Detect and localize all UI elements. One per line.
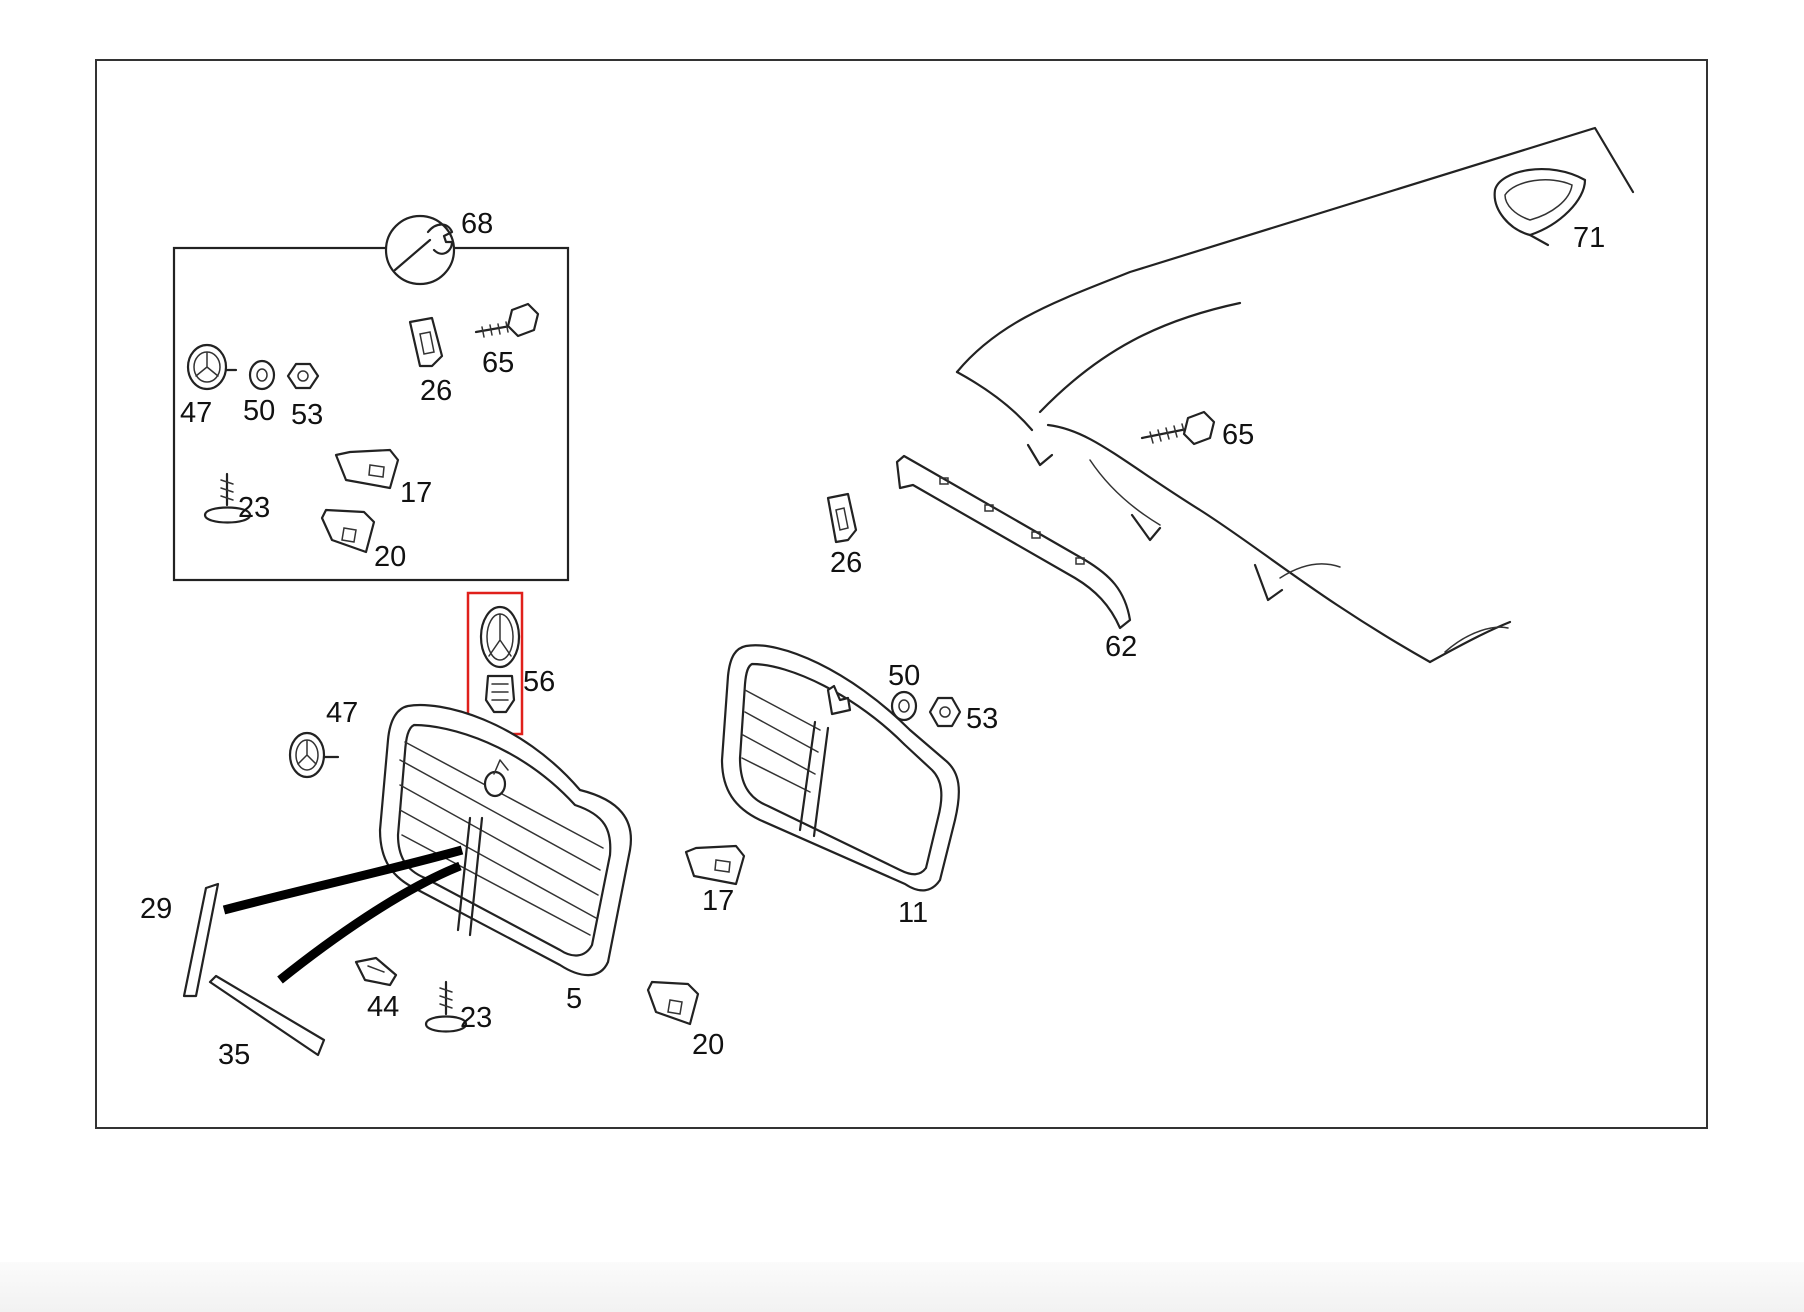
label-5: 5 (566, 983, 582, 1015)
label-kit-23: 23 (238, 492, 270, 524)
radiator-grille-5[interactable] (378, 703, 632, 977)
trim-strip-29[interactable] (182, 882, 220, 998)
label-kit-50: 50 (243, 395, 275, 427)
label-65: 65 (1222, 419, 1254, 451)
kit-washer-50[interactable] (248, 359, 276, 391)
hood-ornament-56[interactable] (479, 605, 521, 714)
clip-44[interactable] (354, 956, 398, 987)
label-47: 47 (326, 697, 358, 729)
label-50: 50 (888, 660, 920, 692)
hood-seal-62[interactable] (895, 454, 1132, 630)
kit-nut-53[interactable] (286, 362, 320, 390)
label-kit-26: 26 (420, 375, 452, 407)
label-44: 44 (367, 991, 399, 1023)
clip-20[interactable] (646, 980, 700, 1026)
label-35: 35 (218, 1039, 250, 1071)
label-17: 17 (702, 885, 734, 917)
emblem-47[interactable] (288, 731, 340, 779)
kit-screw-23[interactable] (203, 472, 252, 524)
screw-23[interactable] (424, 980, 468, 1033)
grille-frame-11[interactable] (720, 644, 960, 892)
arrow-29 (222, 845, 464, 915)
label-kit-20: 20 (374, 541, 406, 573)
hood[interactable] (955, 126, 1635, 664)
kit-screw-65[interactable] (474, 302, 540, 338)
label-kit-65: 65 (482, 347, 514, 379)
label-29: 29 (140, 893, 172, 925)
diagram-frame (95, 59, 1708, 1129)
label-kit-17: 17 (400, 477, 432, 509)
arrow-35 (277, 861, 462, 984)
label-11: 11 (898, 897, 928, 929)
hood-insulation-clip-71[interactable] (1493, 168, 1587, 247)
repair-kit-box (172, 246, 570, 582)
kit-emblem-47[interactable] (186, 343, 238, 391)
washer-50[interactable] (890, 690, 918, 722)
wrench-icon[interactable] (384, 214, 456, 286)
label-23: 23 (460, 1002, 492, 1034)
label-kit-53: 53 (291, 399, 323, 431)
label-62: 62 (1105, 631, 1137, 663)
page-footer-shade (0, 1262, 1804, 1312)
label-68: 68 (461, 208, 493, 240)
label-kit-47: 47 (180, 397, 212, 429)
label-56: 56 (523, 666, 555, 698)
label-26: 26 (830, 547, 862, 579)
trim-strip-35[interactable] (208, 974, 326, 1057)
kit-clip-20[interactable] (320, 508, 376, 554)
clip-26[interactable] (826, 492, 858, 544)
nut-53[interactable] (928, 696, 962, 728)
label-53: 53 (966, 703, 998, 735)
kit-bracket-17[interactable] (334, 448, 400, 490)
bracket-17[interactable] (684, 844, 746, 886)
kit-clip-26[interactable] (408, 316, 444, 368)
screw-65[interactable] (1140, 410, 1216, 446)
label-20: 20 (692, 1029, 724, 1061)
label-71: 71 (1573, 222, 1605, 254)
